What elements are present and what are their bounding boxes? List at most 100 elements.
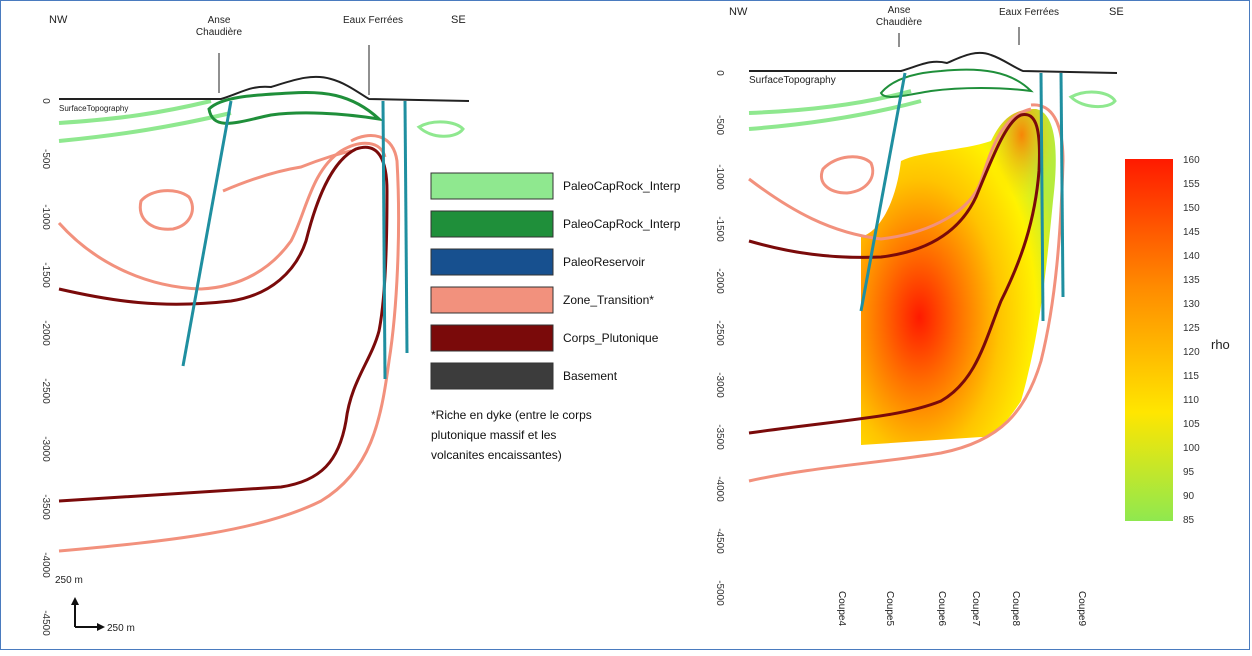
left-tick: 0: [40, 98, 51, 104]
left-transition-branch: [222, 149, 352, 193]
left-anse-label-1: Anse: [208, 15, 231, 26]
left-depth-axis: 0 -500 -1000 -1500 -2000 -2500 -3000 -35…: [40, 98, 51, 636]
right-plutonic-body: [748, 113, 1041, 435]
coupe-label: Coupe8: [1010, 591, 1021, 626]
left-surface-label: SurfaceTopography: [59, 104, 128, 113]
colorbar-tick: 90: [1183, 491, 1195, 502]
left-se-label: SE: [451, 14, 466, 26]
left-transition-lens: [138, 189, 194, 231]
right-tick: -3000: [714, 372, 725, 398]
left-plutonic-body: [58, 145, 389, 503]
scale-horizontal-label: 250 m: [107, 623, 135, 634]
colorbar-tick: 140: [1183, 251, 1200, 262]
left-anse-label-2: Chaudière: [196, 27, 243, 38]
right-anse-label-2: Chaudière: [876, 17, 923, 28]
left-well-1: [181, 100, 233, 367]
right-tick: -1500: [714, 216, 725, 242]
right-anse-label-1: Anse: [888, 5, 911, 16]
left-tick: -2500: [40, 378, 51, 404]
colorbar-tick: 115: [1183, 371, 1199, 382]
colorbar-tick: 95: [1183, 467, 1195, 478]
right-tick: -4000: [714, 476, 725, 502]
right-surface-topography: [749, 51, 1118, 74]
left-well-2: [381, 100, 387, 380]
right-tick: -3500: [714, 424, 725, 450]
scale-vertical-label: 250 m: [55, 575, 83, 586]
legend-swatch-dark-caprock: [430, 210, 554, 238]
colorbar-tick: 135: [1183, 275, 1200, 286]
right-se-label: SE: [1109, 6, 1124, 18]
coupe-label: Coupe6: [936, 591, 947, 626]
colorbar-title: rho: [1211, 337, 1230, 352]
legend-label: PaleoCapRock_Interp: [563, 179, 681, 193]
left-cross-section: NW SE Anse Chaudière Eaux Ferrées 0 -500…: [40, 14, 470, 636]
left-light-caprock-lens: [416, 120, 465, 138]
legend-swatch-light-caprock: [430, 172, 554, 200]
right-well-2: [1039, 72, 1045, 322]
legend: PaleoCapRock_Interp PaleoCapRock_Interp …: [430, 172, 681, 462]
left-tick: -1500: [40, 262, 51, 288]
colorbar-tick: 125: [1183, 323, 1200, 334]
colorbar-gradient: [1125, 159, 1173, 521]
legend-swatch-reservoir: [430, 248, 554, 276]
right-tick: -2000: [714, 268, 725, 294]
colorbar-tick: 105: [1183, 419, 1200, 430]
right-tick: -5000: [714, 580, 725, 606]
left-dark-caprock: [207, 90, 384, 125]
colorbar-tick: 150: [1183, 203, 1200, 214]
colorbar-tick: 120: [1183, 347, 1200, 358]
right-eaux-label: Eaux Ferrées: [999, 7, 1059, 18]
right-dark-caprock: [879, 68, 1034, 98]
left-tick: -4500: [40, 610, 51, 636]
left-well-3: [403, 100, 409, 354]
right-transition-upper: [748, 107, 1032, 241]
right-surface-label: SurfaceTopography: [749, 75, 836, 86]
left-surface-topography: [59, 75, 470, 102]
legend-label: Basement: [563, 369, 618, 383]
left-tick: -2000: [40, 320, 51, 346]
left-tick: -500: [40, 149, 51, 169]
coupe-label: Coupe7: [970, 591, 981, 626]
coupe-labels: Coupe4 Coupe5 Coupe6 Coupe7 Coupe8 Coupe…: [836, 591, 1087, 626]
right-well-3: [1059, 72, 1065, 298]
rho-colorbar: 160 155 150 145 140 135 130 125 120 115 …: [1125, 155, 1230, 526]
left-tick: -4000: [40, 552, 51, 578]
colorbar-tick: 145: [1183, 227, 1200, 238]
legend-label: Zone_Transition*: [563, 293, 654, 307]
left-scale-bar: 250 m 250 m: [55, 575, 135, 634]
coupe-label: Coupe5: [884, 591, 895, 626]
left-tick: -3000: [40, 436, 51, 462]
right-transition-lens: [820, 155, 875, 195]
coupe-label: Coupe4: [836, 591, 847, 626]
colorbar-tick: 160: [1183, 155, 1200, 166]
coupe-label: Coupe9: [1076, 591, 1087, 626]
right-well-1: [859, 72, 907, 312]
left-transition-lower: [58, 134, 401, 553]
legend-label: Corps_Plutonique: [563, 331, 659, 345]
legend-swatch-plutonic: [430, 324, 554, 352]
right-tick: 0: [714, 70, 725, 76]
left-nw-label: NW: [49, 14, 68, 26]
right-cross-section: NW SE Anse Chaudière Eaux Ferrées 0 -500…: [714, 5, 1124, 626]
left-transition-upper: [57, 141, 387, 291]
legend-label: PaleoReservoir: [563, 255, 645, 269]
legend-label: PaleoCapRock_Interp: [563, 217, 681, 231]
legend-swatch-transition: [430, 286, 554, 314]
colorbar-tick: 155: [1183, 179, 1200, 190]
right-light-caprock-lens: [1068, 90, 1117, 108]
right-tick: -2500: [714, 320, 725, 346]
right-tick: -4500: [714, 528, 725, 554]
colorbar-tick: 130: [1183, 299, 1200, 310]
legend-note-line: *Riche en dyke (entre le corps: [431, 408, 592, 422]
left-light-caprock-line: [58, 99, 212, 125]
left-tick: -3500: [40, 494, 51, 520]
legend-note-line: plutonique massif et les: [431, 428, 556, 442]
colorbar-tick: 100: [1183, 443, 1200, 454]
left-eaux-label: Eaux Ferrées: [343, 15, 403, 26]
left-tick: -1000: [40, 204, 51, 230]
right-tick: -1000: [714, 164, 725, 190]
left-light-caprock-line: [58, 111, 232, 143]
right-tick: -500: [714, 115, 725, 135]
